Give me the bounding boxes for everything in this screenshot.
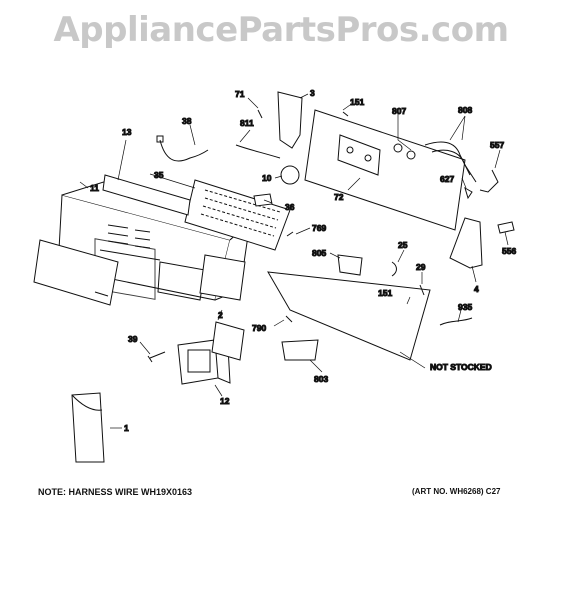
rear-cover	[267, 271, 431, 361]
label-part-35: 35	[154, 170, 164, 180]
label-part-807: 807	[392, 106, 406, 116]
label-part-803: 803	[314, 374, 328, 384]
label-part-36: 36	[285, 202, 295, 212]
label-part-790: 790	[252, 323, 266, 333]
label-part-151-lower: 151	[378, 288, 392, 298]
part-72-backsplash	[304, 109, 466, 231]
part-39-screw	[147, 351, 166, 363]
label-part-39: 39	[128, 334, 138, 344]
label-part-1: 1	[124, 423, 129, 433]
note-harness: NOTE: HARNESS WIRE WH19X0163	[38, 487, 193, 497]
part-807-washer-a	[393, 143, 403, 153]
part-2-bracket	[199, 254, 246, 301]
part-935-wire	[439, 317, 473, 326]
label-part-12: 12	[220, 396, 230, 406]
label-part-2: 2	[218, 310, 223, 320]
label-part-3: 3	[310, 88, 315, 98]
part-556-connector	[497, 221, 515, 234]
part-38-connector	[156, 135, 164, 143]
part-807-washer-b	[406, 150, 416, 160]
label-part-556: 556	[502, 246, 516, 256]
part-36-knob	[253, 193, 273, 207]
label-not-stocked: NOT STOCKED	[430, 362, 492, 372]
small-board	[211, 321, 245, 361]
label-part-72: 72	[334, 192, 344, 202]
label-part-4: 4	[474, 284, 479, 294]
part-25-wire	[391, 261, 397, 277]
label-part-151-top: 151	[350, 97, 364, 107]
label-part-805: 805	[312, 248, 326, 258]
label-part-808: 808	[458, 105, 472, 115]
part-627-clip	[464, 186, 473, 200]
part-805-valve	[337, 254, 363, 276]
label-part-769: 769	[312, 223, 326, 233]
label-part-13: 13	[122, 127, 132, 137]
part-10-switch	[280, 165, 300, 185]
part-29-screw	[419, 284, 425, 296]
label-part-627: 627	[440, 174, 454, 184]
part-38-wire	[159, 139, 209, 162]
leader-lines	[79, 93, 509, 429]
label-part-25: 25	[398, 240, 408, 250]
part-71-screw	[257, 109, 263, 119]
part-557-wire	[479, 169, 499, 193]
part-808-hoses	[424, 141, 477, 183]
art-number: (ART NO. WH6268) C27	[412, 487, 501, 496]
part-3-endcap	[277, 91, 303, 149]
part-769-screw	[286, 231, 294, 237]
label-part-38: 38	[182, 116, 192, 126]
label-part-29: 29	[416, 262, 426, 272]
label-part-71: 71	[235, 89, 245, 99]
label-part-557: 557	[490, 140, 504, 150]
part-12-module	[177, 339, 231, 385]
part-803-bracket	[281, 339, 319, 361]
part-811-harness	[235, 144, 281, 159]
part-790-clip	[285, 315, 293, 323]
part-1-literature-bag	[71, 392, 105, 463]
part-151-screw-top	[342, 111, 349, 117]
label-part-11: 11	[90, 183, 99, 193]
label-part-811: 811	[240, 118, 254, 128]
watermark: AppliancePartsPros.com	[53, 10, 509, 50]
part-4-endcap	[449, 217, 483, 269]
label-part-10: 10	[262, 173, 272, 183]
panel-lens	[33, 239, 119, 306]
label-part-935: 935	[458, 302, 472, 312]
